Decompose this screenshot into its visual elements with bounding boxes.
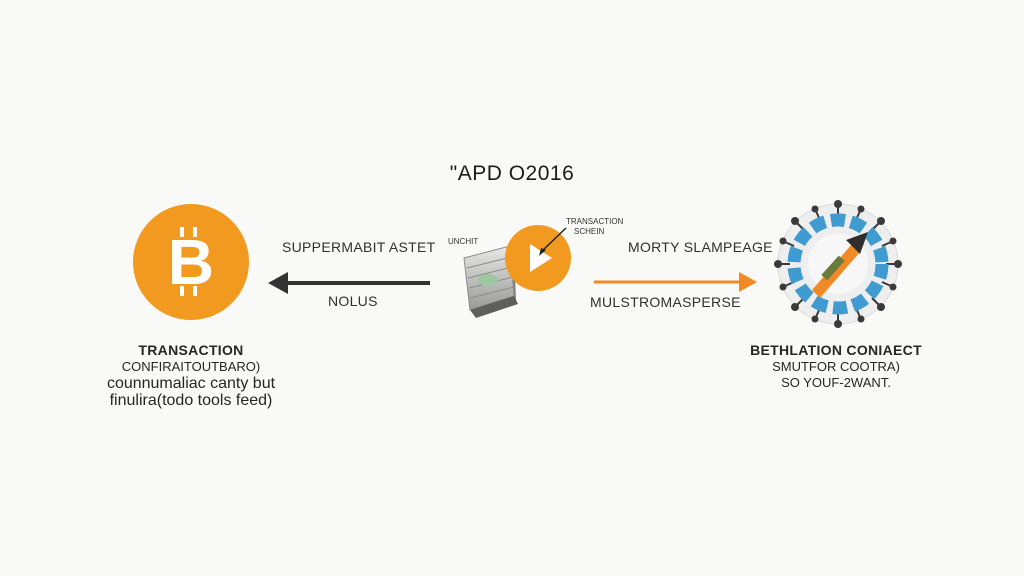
right-node-text: BETHLATION CONIAECT SMUTFOR COOTRA) SO Y… — [730, 341, 942, 391]
left-node-line-1: CONFIRAITOUTBARO) — [121, 359, 261, 374]
arrow-left-bottom-label: NOLUS — [328, 293, 378, 309]
arrow-left-top-label: SUPPERMABIT ASTET — [282, 239, 436, 255]
arrow-right — [594, 272, 757, 292]
arrow-left — [268, 272, 430, 294]
middle-small-label-left: UNCHIT — [448, 237, 479, 246]
right-node-line-2: SO YOUF-2WANT. — [781, 375, 891, 390]
middle-small-label-right-2: SCHEIN — [574, 227, 605, 236]
left-node-text: TRANSACTION CONFIRAITOUTBARO) counnumali… — [91, 341, 291, 409]
arrow-right-bottom-label: MULSTROMASPERSE — [590, 294, 741, 310]
gear-tools-icon — [774, 200, 902, 328]
right-node-heading: BETHLATION CONIAECT — [750, 342, 922, 358]
bill-stack-icon — [463, 245, 518, 318]
middle-small-label-right-1: TRANSACTION — [566, 217, 624, 226]
right-node-line-1: SMUTFOR COOTRA) — [772, 359, 900, 374]
play-button-icon — [505, 225, 571, 291]
left-node-line-2: counnumaliac canty but — [106, 375, 276, 392]
svg-text:B: B — [168, 226, 214, 298]
arrow-right-top-label: MORTY SLAMPEAGE — [628, 239, 773, 255]
left-node-line-3: finulira(todo tools feed) — [109, 392, 273, 409]
diagram-title: "APD O2016 — [449, 162, 575, 185]
bitcoin-icon: B — [133, 204, 249, 320]
left-node-heading: TRANSACTION — [138, 342, 244, 358]
